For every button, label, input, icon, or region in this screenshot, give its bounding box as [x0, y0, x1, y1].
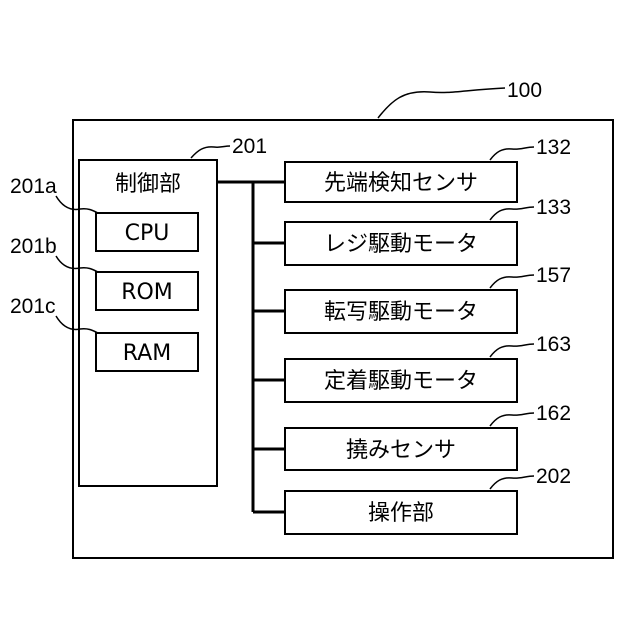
cpu-ref: 201a [10, 175, 57, 198]
rom-ref: 201b [10, 235, 57, 258]
device-ref-157: 157 [536, 264, 571, 287]
device-label-157: 転写駆動モータ [324, 300, 478, 325]
apparatus-ref: 100 [507, 79, 542, 102]
device-ref-133: 133 [536, 196, 571, 219]
device-label-132: 先端検知センサ [324, 171, 478, 196]
device-ref-163: 163 [536, 333, 571, 356]
controller-ref: 201 [232, 135, 267, 158]
controller-block [79, 160, 217, 486]
controller-label: 制御部 [115, 172, 181, 197]
device-ref-132: 132 [536, 136, 571, 159]
device-label-162: 撓みセンサ [346, 438, 456, 463]
rom-label: ROM [121, 280, 173, 305]
cpu-label: CPU [125, 221, 170, 246]
ram-ref: 201c [10, 295, 56, 318]
device-label-133: レジ駆動モータ [324, 232, 478, 257]
device-label-202: 操作部 [368, 501, 434, 526]
apparatus-leader [378, 88, 505, 118]
device-ref-202: 202 [536, 465, 571, 488]
device-ref-162: 162 [536, 402, 571, 425]
ram-label: RAM [123, 341, 171, 366]
device-label-163: 定着駆動モータ [324, 369, 478, 394]
